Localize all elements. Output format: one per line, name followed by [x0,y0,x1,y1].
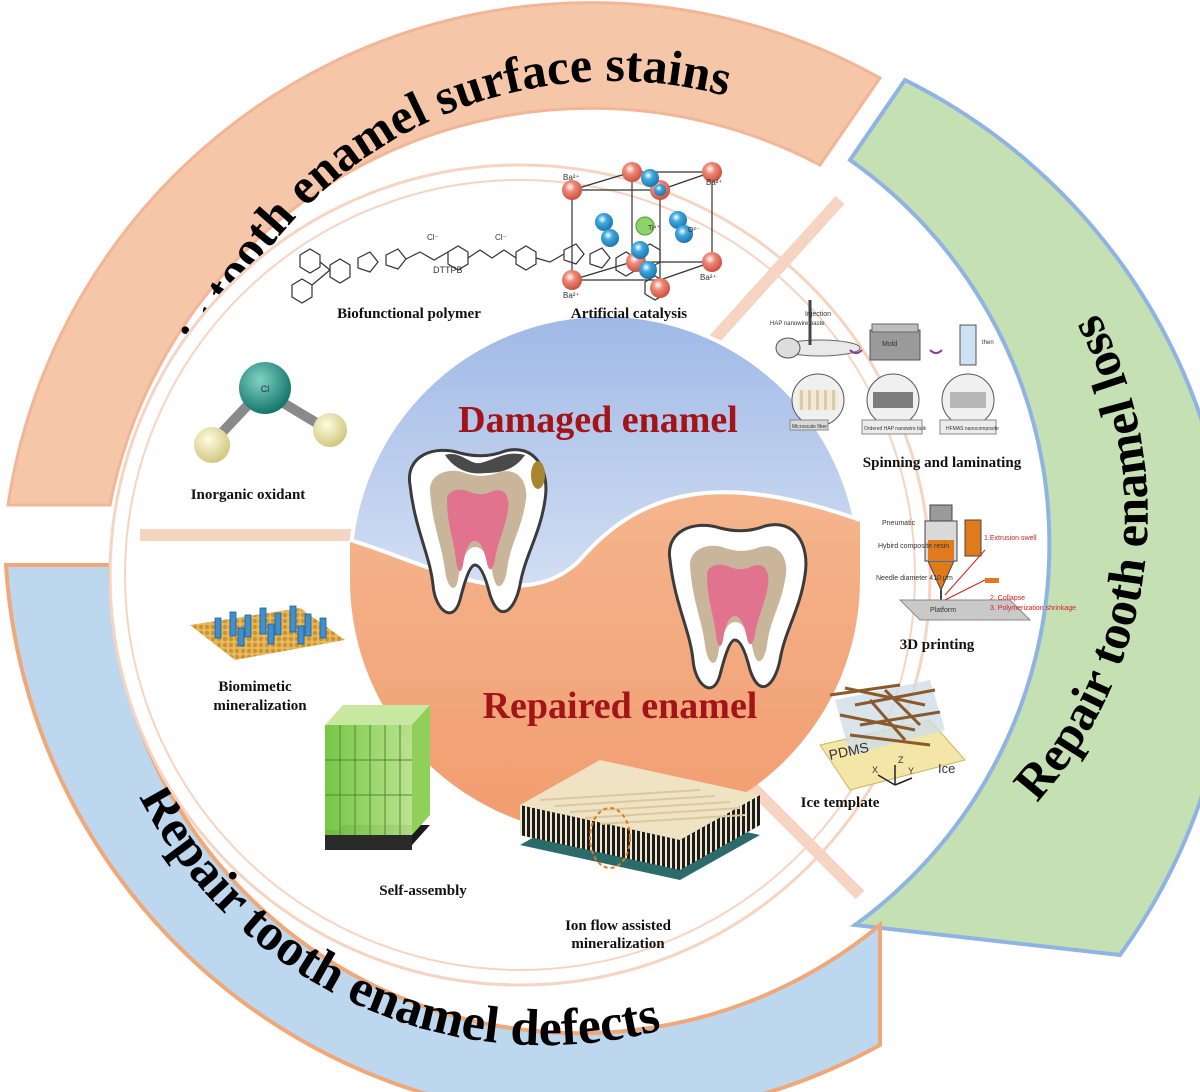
damaged-tooth-illustration [408,448,548,615]
self-assembly-label: Self-assembly [379,883,467,899]
hybrid-resin-label: Hybird composite resin [878,543,949,550]
ice-label: Ice [938,761,955,776]
ion-flow-label-line1: Ion flow assisted [565,918,672,934]
ordered-hap-label: Ordered HAP nanowire bulk [864,426,927,432]
cl-atom-label: Cl [261,384,270,394]
axis-y-label: Y [908,766,914,776]
ba-label-3: Ba²⁺ [563,291,580,300]
ba-label-2: Ba²⁺ [706,178,723,187]
ice-template-figure [819,680,966,791]
hap-paste-label: HAP nanowire paste [770,321,825,327]
repaired-tooth-illustration [668,523,808,690]
mold-label: Mold [882,341,897,348]
collapse-label: 2. Collapse [990,595,1025,602]
perovskite-cube [562,162,722,298]
spinning-laminating-figure [775,300,997,435]
self-assembly-figure [325,705,430,850]
polymerization-label: 3. Polymerization shrinkage [990,605,1076,612]
biofunctional-polymer-label: Biofunctional polymer [337,306,481,322]
ion-flow-figure [520,760,760,880]
artificial-catalysis-label: Artificial catalysis [571,306,687,322]
cl-minus-label-2: Cl⁻ [495,233,507,242]
stains-band [6,1,883,507]
axis-z-label: Z [898,755,904,765]
ba-label-1: Ba²⁺ [563,173,580,182]
inorganic-oxidant-label: Inorganic oxidant [191,487,306,503]
ice-template-label: Ice template [801,795,880,811]
ba-label-4: Ba²⁺ [700,273,717,282]
biomimetic-label-line2: mineralization [213,698,307,714]
oxidant-molecule [194,362,347,463]
then-label: then [982,340,994,346]
extrusion-label: 1.Extrusion swell [984,535,1037,542]
biomimetic-label-line1: Biomimetic [218,679,292,695]
defects-band [3,563,882,1092]
axis-x-label: X [872,765,878,775]
spinning-laminating-label: Spinning and laminating [863,455,1022,471]
o-label: O²⁻ [688,227,700,234]
cl-minus-label-1: Cl⁻ [427,233,439,242]
printing-figure [898,504,1032,621]
printing-3d-label: 3D printing [900,637,975,653]
pneumatic-label: Pneumatic [882,520,916,527]
dttpb-label: DTTPB [433,265,463,275]
damaged-enamel-title: Damaged enamel [458,399,738,441]
loss-band [847,77,1200,958]
hfmas-label: HFMAS nanocomposite [946,426,999,432]
needle-label: Needle diameter 410 μm [876,575,953,582]
platform-label: Platform [930,607,956,614]
injection-label: Injection [805,311,831,318]
ti-label: Ti⁴⁺ [648,224,661,232]
biomimetic-figure [190,605,345,660]
repaired-enamel-title: Repaired enamel [483,685,758,727]
microscale-label: Microscale fiber [792,424,827,430]
ion-flow-label-line2: mineralization [571,936,665,952]
